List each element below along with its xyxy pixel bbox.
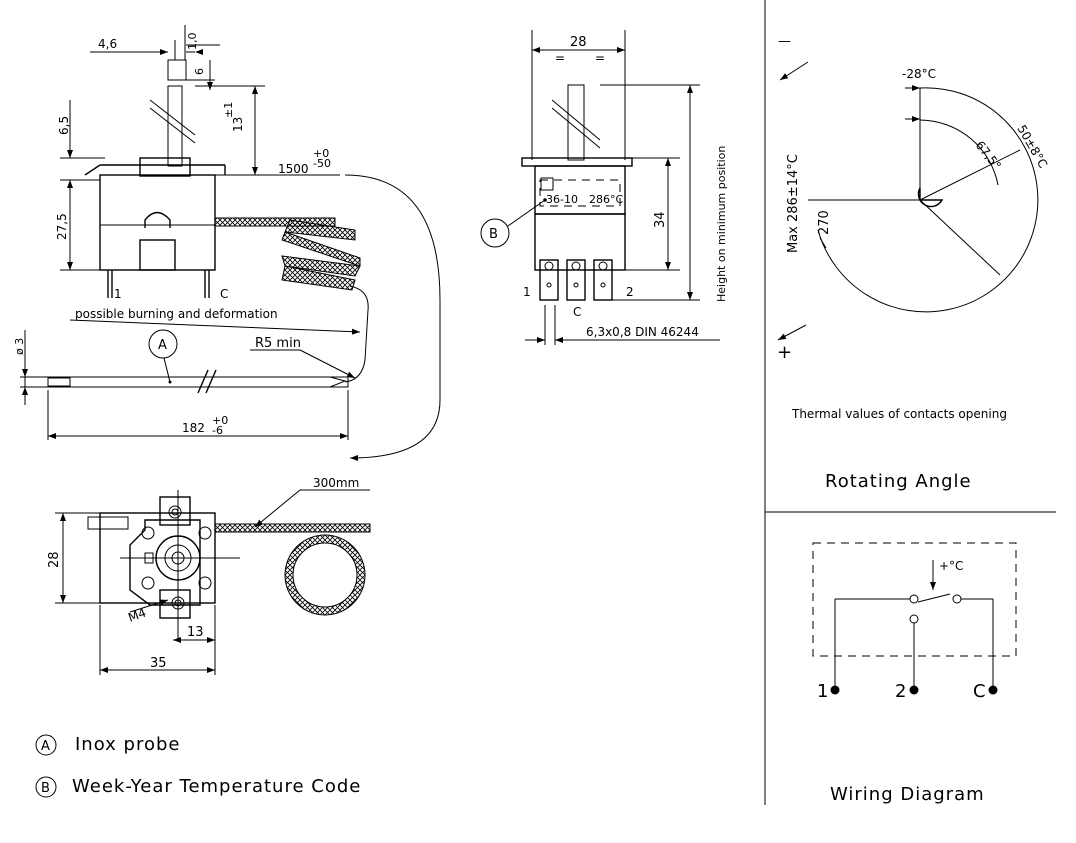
side-pin-1: 1 bbox=[114, 287, 122, 301]
stamp-code: 36-10 bbox=[546, 193, 578, 206]
dim-13-tol: ±1 bbox=[222, 102, 235, 118]
dim-182: 182 bbox=[182, 421, 205, 435]
temp-50: 50±8°C bbox=[1014, 123, 1050, 171]
svg-text:=: = bbox=[595, 51, 605, 65]
dim-4-6: 4,6 bbox=[98, 37, 117, 51]
dim-182-tol-up: +0 bbox=[212, 414, 228, 427]
minus-28: -28°C bbox=[902, 67, 936, 81]
front-view: 36-10 286°C bbox=[521, 84, 633, 301]
dim-1500-tol-up: +0 bbox=[313, 147, 329, 160]
dim-300: 300mm bbox=[313, 476, 359, 490]
legend-b-text: Week-Year Temperature Code bbox=[72, 776, 361, 797]
dim-1-0: 1,0 bbox=[186, 33, 199, 51]
front-pin-1: 1 bbox=[523, 285, 531, 299]
max-temp: Max 286±14°C bbox=[786, 154, 801, 253]
legend-a-text: Inox probe bbox=[75, 734, 181, 755]
rotating-title: Rotating Angle bbox=[825, 471, 972, 492]
note-burning: possible burning and deformation bbox=[75, 307, 278, 321]
wiring-diagram-panel: +°C 1 2 C Wiring Diagram bbox=[812, 542, 1017, 805]
wiring-pin-c: C bbox=[973, 681, 987, 702]
minus-sign: — bbox=[778, 34, 791, 49]
dim-terminal: 6,3x0,8 DIN 46244 bbox=[586, 325, 699, 339]
dim-28-left: 28 bbox=[47, 551, 62, 568]
legend-b-letter: B bbox=[41, 781, 50, 796]
side-view bbox=[47, 25, 441, 461]
plus-sign: + bbox=[777, 342, 793, 363]
front-view-dimensions: 28 = = 34 Height on minimum position 1 2… bbox=[480, 30, 728, 345]
stamp-temp: 286°C bbox=[589, 193, 623, 206]
dim-1500: 1500 bbox=[278, 162, 309, 176]
dim-34: 34 bbox=[653, 211, 668, 228]
dim-27-5: 27,5 bbox=[55, 213, 69, 240]
side-pin-c: C bbox=[220, 287, 228, 301]
top-view-dimensions: 300mm 28 35 13 M4 bbox=[47, 476, 370, 675]
dim-13: 13 bbox=[231, 117, 245, 132]
rotating-angle-panel: — + -28°C 67,5° 50±8°C 270 Max 286±14°C … bbox=[777, 34, 1050, 492]
legend: A Inox probe B Week-Year Temperature Cod… bbox=[35, 734, 361, 798]
dim-6: 6 bbox=[193, 68, 206, 75]
dim-182-tol-down: -6 bbox=[212, 424, 223, 437]
dim-35: 35 bbox=[150, 656, 167, 671]
dim-r5: R5 min bbox=[255, 336, 301, 351]
dim-phi3: ø 3 bbox=[13, 338, 26, 355]
front-pin-2: 2 bbox=[626, 285, 634, 299]
callout-b: B bbox=[489, 227, 498, 242]
wiring-title: Wiring Diagram bbox=[830, 784, 985, 805]
height-note: Height on minimum position bbox=[715, 146, 728, 302]
wiring-pin-2: 2 bbox=[895, 681, 907, 702]
dim-6-5: 6,5 bbox=[57, 116, 71, 135]
dim-13-bottom: 13 bbox=[187, 625, 204, 640]
callout-a: A bbox=[158, 338, 167, 353]
side-view-dimensions: 4,6 1,0 6 13 ±1 6,5 27,5 1500 +0 -50 1 C… bbox=[13, 33, 361, 440]
legend-a-letter: A bbox=[41, 739, 50, 754]
panel-separators bbox=[764, 0, 1056, 805]
angle-270: 270 bbox=[817, 210, 832, 235]
angle-67: 67,5° bbox=[973, 138, 1004, 172]
wiring-pin-1: 1 bbox=[817, 681, 829, 702]
wiring-temp: +°C bbox=[939, 559, 963, 573]
thermal-note: Thermal values of contacts opening bbox=[791, 407, 1007, 421]
front-pin-c: C bbox=[573, 305, 581, 319]
top-view bbox=[87, 490, 371, 640]
dim-m4: M4 bbox=[126, 606, 148, 625]
dim-1500-tol-down: -50 bbox=[313, 157, 331, 170]
dim-28-top: 28 bbox=[570, 35, 587, 50]
svg-text:=: = bbox=[555, 51, 565, 65]
